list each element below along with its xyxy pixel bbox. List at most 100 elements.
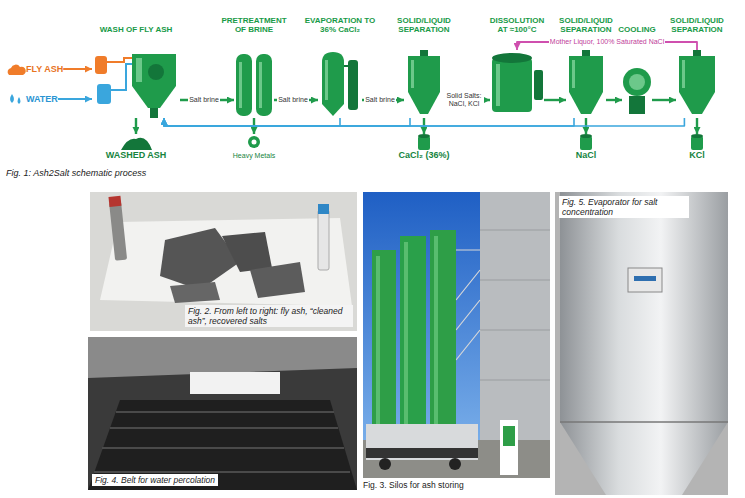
water-drop [10,94,14,103]
highlight [376,256,380,442]
photo-ground [88,337,357,490]
side-unit [534,70,543,100]
highlight [682,60,685,88]
cooler [623,68,651,96]
heater-column [348,60,358,110]
flow-arrow [164,118,340,126]
barrel-icon [418,136,430,150]
highlight [404,242,408,442]
truck [366,424,478,460]
flow-label: Salt brine [188,96,220,104]
separator-tank [569,56,603,114]
photo-caption: Fig. 2. From left to right: fly ash, “cl… [185,305,353,327]
steel-vessel [560,192,728,422]
photo-ground [90,192,357,331]
silo [400,236,426,450]
caption: Fig. 1: Ash2Salt schematic process [6,168,146,178]
window [190,372,280,394]
process-stage: EVAPORATION TO 36% CaCl₂ [318,50,362,118]
stage-heading: WASH OF FLY ASH [90,26,182,35]
filter-column [236,54,252,116]
dissolution-tank [492,58,532,112]
flow-label: Mother Liquor, 100% Saturated NaCl [549,38,665,46]
metal-icon [252,140,257,145]
ceiling [88,337,357,378]
ash-icon [8,65,26,75]
vial-cap [318,204,329,214]
banner [503,426,515,446]
stage-heading: COOLING [617,26,657,35]
banner [500,420,518,475]
stage-heading: SOLID/LIQUID SEPARATION [393,17,455,35]
highlight [572,60,575,88]
photo-caption: Fig. 5. Evaporator for salt concentratio… [559,196,689,218]
stage-heading: SOLID/LIQUID SEPARATION [667,17,727,35]
motor [420,50,428,56]
ash-vial [109,202,127,261]
input-source: FLY ASH [6,62,63,76]
output-label: WASHED ASH [106,150,167,161]
silo [430,230,456,450]
cooler-base [629,96,645,114]
hopper-outlet [150,108,158,118]
evaporator-vessel [322,52,344,116]
metal-icon [248,136,260,148]
filter-column [256,54,272,116]
process-stage: SOLID/LIQUID SEPARATION [676,50,718,118]
cleaned-ash [170,282,220,303]
highlight [496,64,500,106]
highlight [434,236,438,442]
photo-ground [555,192,728,495]
flow-arrow [58,98,92,100]
name-plate [634,276,656,281]
salt-vial [318,210,329,270]
belt-slats [94,412,350,472]
stage-heading: SOLID/LIQUID SEPARATION [556,17,616,35]
motor [582,50,590,56]
belt [88,400,357,490]
seam [560,421,728,423]
building [480,192,550,452]
barrel-icon [691,136,703,150]
output-product: NaCl [576,134,597,161]
process-stage: DISSOLUTION AT ≈100°C [490,50,544,118]
silo [372,250,396,450]
flow-label: Salt brine [364,96,396,104]
process-stage: SOLID/LIQUID SEPARATION [566,50,606,118]
flow-arrow [544,99,566,101]
stage-heading: EVAPORATION TO 36% CaCl₂ [302,17,378,35]
water-tank [97,84,111,104]
cleaned-ash [250,262,305,298]
separator-tank [679,56,715,114]
name-plate [628,268,662,292]
highlight [325,60,328,100]
stage-heading: PRETREATMENT OF BRINE [220,17,288,35]
pipe [344,65,348,67]
vial-cap [108,196,121,207]
process-stage: SOLID/LIQUID SEPARATION [404,50,444,118]
process-stage: WASH OF FLY ASH [92,50,180,118]
motor [693,50,701,56]
barrel-icon [691,134,703,138]
truck [366,448,478,458]
output-product: KCl [689,134,705,161]
cleaned-ash [222,232,272,272]
stage-heading: DISSOLUTION AT ≈100°C [486,17,548,35]
input-source: WATER [6,92,58,106]
output-label: CaCl₂ (36%) [398,150,449,161]
process-stage: COOLING [622,50,652,118]
barrel-icon [580,136,592,150]
photo-panel: Fig. 4. Belt for water percolation [88,337,357,490]
flow-arrow [164,118,684,126]
output-label: Heavy Metals [233,150,275,161]
flow-arrow [652,99,676,101]
ash-tank [95,56,107,74]
flow-arrow [164,118,410,126]
photo-panel: Fig. 5. Evaporator for salt concentratio… [555,192,728,495]
highlight [259,62,262,108]
highlight [239,62,242,108]
flow-arrow [135,118,137,134]
flow-label: Salt brine [277,96,309,104]
